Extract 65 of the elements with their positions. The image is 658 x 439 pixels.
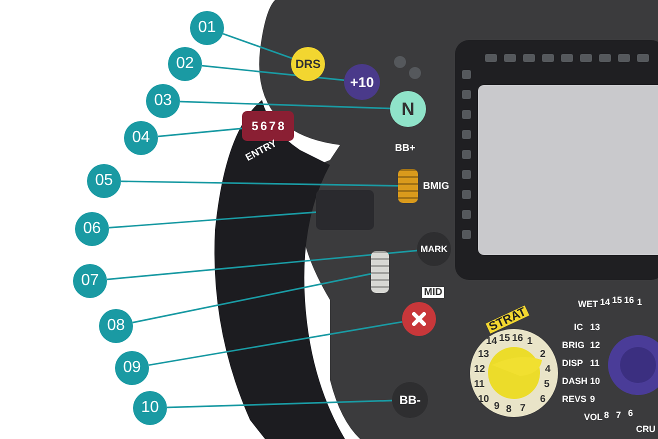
- dial-number: REVS: [562, 394, 587, 405]
- dial-number: 16: [512, 333, 524, 344]
- dial-number: BRIG: [562, 340, 584, 351]
- dial-number: CRU: [636, 424, 656, 435]
- leader-line: [180, 100, 390, 110]
- dial-number: 7: [616, 410, 622, 421]
- callout-number: 03: [146, 84, 180, 118]
- dial-number: 16: [624, 295, 634, 306]
- leader-line: [106, 250, 418, 280]
- thumbwheel: [371, 251, 389, 293]
- bmig-rotary-switch: [398, 169, 418, 203]
- leader-line: [108, 211, 316, 229]
- dial-number: 2: [540, 349, 546, 360]
- dial-number: 15: [499, 333, 510, 344]
- dial-number: 12: [590, 340, 600, 351]
- dial-number: 6: [540, 394, 546, 405]
- dial-number: 1: [527, 336, 533, 347]
- callout-number: 01: [190, 11, 224, 45]
- dial-number: 8: [506, 404, 512, 415]
- dial-number: 12: [474, 364, 486, 375]
- dial-number: 5: [544, 379, 550, 390]
- dial-number: IC: [574, 322, 583, 333]
- callout-number: 10: [133, 391, 167, 425]
- callout-number: 09: [115, 351, 149, 385]
- callout-number: 08: [99, 309, 133, 343]
- dial-number: 13: [478, 349, 490, 360]
- drum-digit: 6: [260, 119, 267, 133]
- callout-number: 04: [124, 121, 158, 155]
- dial-number: 10: [478, 394, 490, 405]
- entry-thumbwheel: [242, 111, 294, 141]
- dial-number: 11: [590, 358, 600, 369]
- drum-digit: 8: [278, 119, 284, 133]
- callout-number: 06: [75, 212, 109, 246]
- dial-number: 10: [590, 376, 600, 387]
- dial-number: DASH: [562, 376, 588, 387]
- leader-line: [158, 128, 242, 138]
- callout-number: 02: [168, 47, 202, 81]
- callout-number: 05: [87, 164, 121, 198]
- dial-number: 9: [590, 394, 596, 405]
- dial-number: 14: [600, 297, 610, 308]
- leader-line: [132, 273, 372, 324]
- dial-number: 9: [494, 401, 500, 412]
- dial-number: WET: [578, 299, 598, 310]
- dial-number: 7: [520, 403, 526, 414]
- callout-number: 07: [73, 264, 107, 298]
- dial-number: 8: [604, 410, 610, 421]
- leader-line: [222, 32, 292, 60]
- dial-number: 4: [545, 364, 551, 375]
- dial-number: 13: [590, 322, 600, 333]
- dial-number: 14: [486, 336, 498, 347]
- switch-label: BMIG: [423, 181, 450, 192]
- drum-digit: 7: [269, 119, 276, 133]
- dial-number: DISP: [562, 358, 584, 369]
- drum-digit: 5: [252, 119, 258, 133]
- dial-number: 11: [474, 379, 485, 390]
- dial-number: 1: [637, 297, 642, 308]
- dial-number: VOL: [584, 412, 603, 423]
- leader-line: [166, 400, 392, 408]
- switch-label: MID: [422, 287, 444, 298]
- dial-number: 15: [612, 295, 622, 306]
- leader-line: [120, 180, 398, 187]
- leader-line: [148, 321, 402, 366]
- dial-number: 6: [628, 408, 634, 419]
- switch-label: BB+: [395, 143, 416, 154]
- shift-paddle: [316, 190, 374, 230]
